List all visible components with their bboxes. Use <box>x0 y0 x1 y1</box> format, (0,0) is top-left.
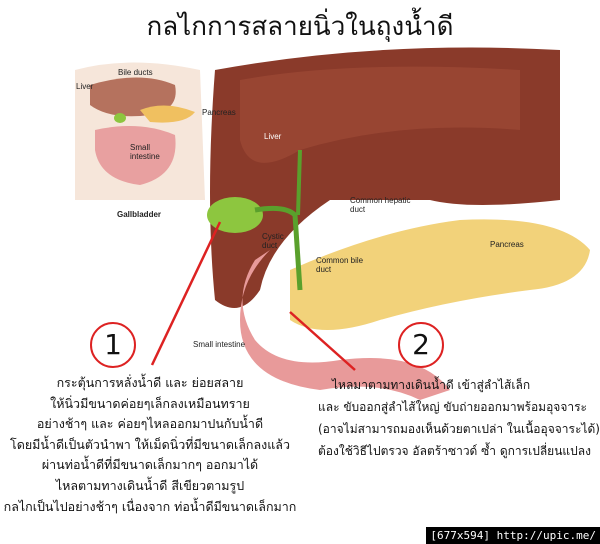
step-2-text: ไหลมาตามทางเดินน้ำดี เข้าสู่ลำไส้เล็ก แล… <box>318 374 600 462</box>
step-1-line: ผ่านท่อน้ำดีที่มีขนาดเล็กมากๆ ออกมาได้ <box>41 457 259 473</box>
label-common-bile-duct: Common bile duct <box>316 256 364 274</box>
step-1-line: ให้นิ่วมีขนาดค่อยๆเล็กลงเหมือนทราย <box>50 395 250 411</box>
step-1-line: โดยมีน้ำดีเป็นตัวนำพา ให้เม็ดนิ่วที่มีขน… <box>9 436 290 452</box>
step-2-line: และ ขับออกสู่ลำไส้ใหญ่ ขับถ่ายออกมาพร้อม… <box>318 400 587 414</box>
step-1-line: อย่างช้าๆ และ ค่อยๆไหลออกมาปนกับน้ำดี <box>36 416 264 432</box>
step-1-badge: 1 <box>90 322 136 368</box>
inset-label-bile-ducts: Bile ducts <box>118 68 153 77</box>
step-1-line: กระตุ้นการหลั่งน้ำดี และ ย่อยสลาย <box>56 375 244 390</box>
label-cystic-duct: Cystic duct <box>262 232 284 250</box>
inset-label-small-intestine: Small intestine <box>130 143 160 161</box>
label-small-intestine: Small intestine <box>193 340 246 349</box>
step-1-text: กระตุ้นการหลั่งน้ำดี และ ย่อยสลาย ให้นิ่… <box>0 373 300 517</box>
page-title: กลไกการสลายนิ่วในถุงน้ำดี <box>146 12 454 42</box>
step-1-line: กลไกเป็นไปอย่างช้าๆ เนื่องจาก ท่อน้ำดีมี… <box>3 498 297 514</box>
step-2-line: ไหลมาตามทางเดินน้ำดี เข้าสู่ลำไส้เล็ก <box>332 378 531 392</box>
footer-watermark: [677x594] http://upic.me/ <box>426 527 600 544</box>
step-2-badge: 2 <box>398 322 444 368</box>
label-common-hepatic-duct: Common hepatic duct <box>350 196 411 214</box>
inset-label-liver: Liver <box>76 82 94 91</box>
inset-label-gallbladder: Gallbladder <box>117 210 162 219</box>
step-1-line: ไหลตามทางเดินน้ำดี สีเขียวตามรูป <box>55 477 245 493</box>
step-2-line: (อาจไม่สามารถมองเห็นด้วยตาเปล่า ในเนื้ออ… <box>318 422 600 436</box>
label-pancreas: Pancreas <box>490 240 524 249</box>
step-2-line: ต้องใช้วิธีไปตรวจ อัลตร้าซาวด์ ซ้ำ ดูการ… <box>318 444 591 458</box>
inset-body-diagram <box>75 62 205 200</box>
pancreas-shape <box>290 219 590 330</box>
intestine-shape <box>240 250 450 400</box>
gallbladder-shape <box>207 197 263 233</box>
label-liver: Liver <box>264 132 282 141</box>
inset-label-pancreas: Pancreas <box>202 108 236 117</box>
